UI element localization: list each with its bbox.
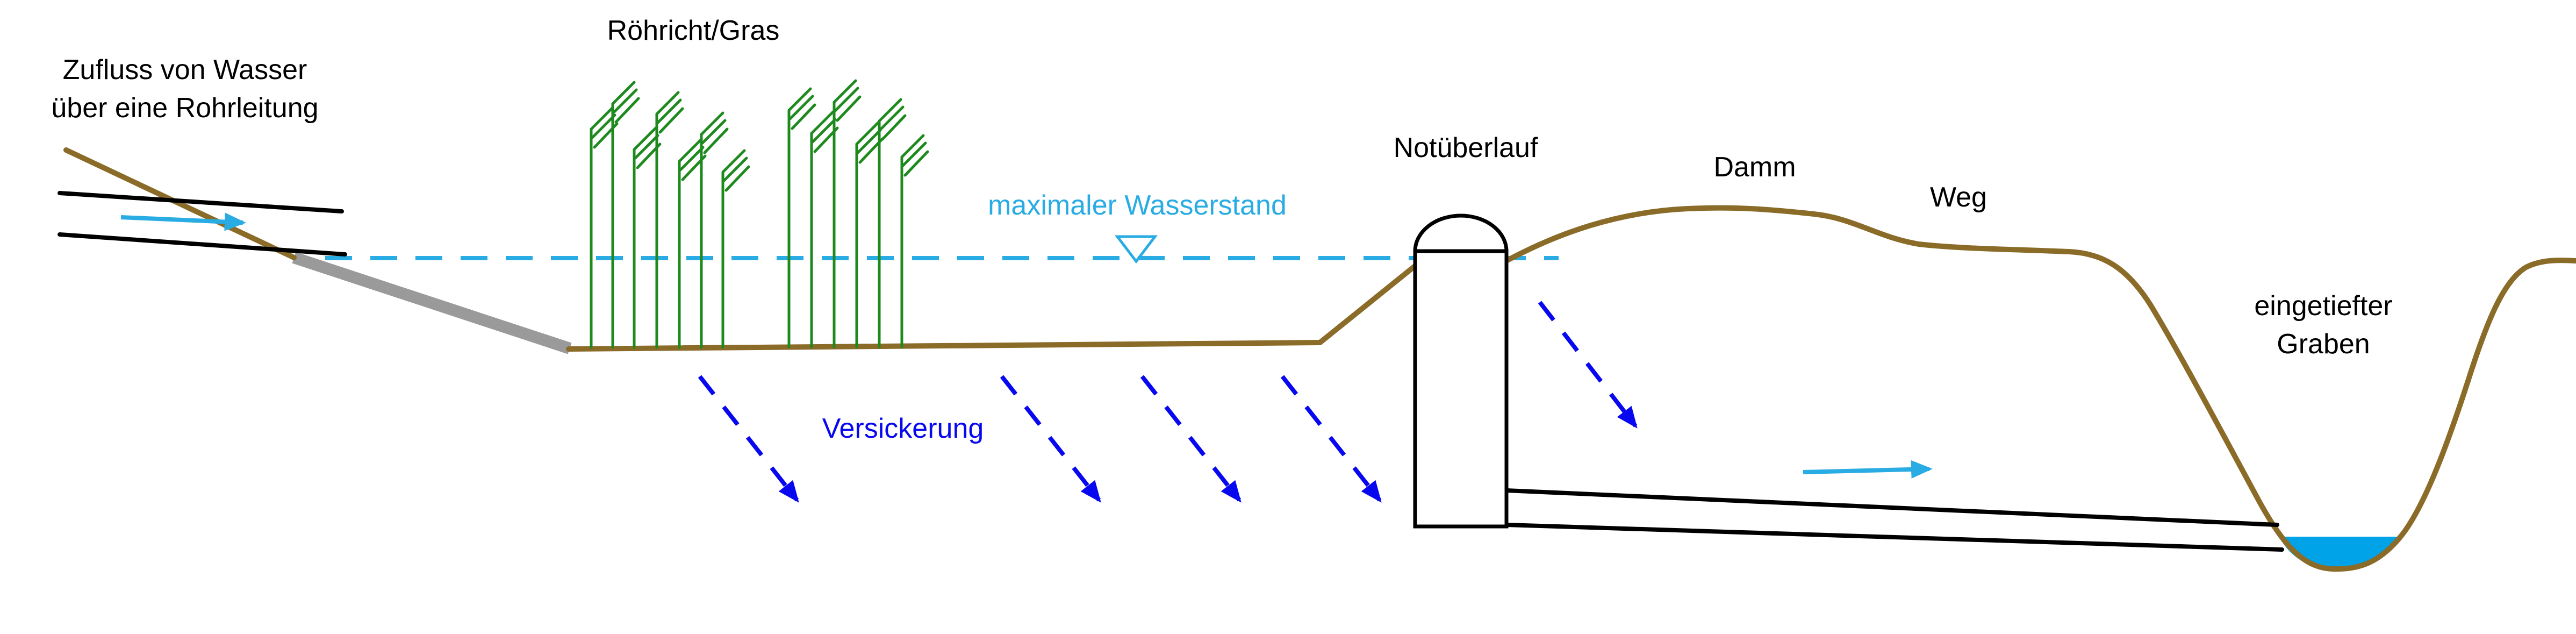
water-level-triangle-icon	[1114, 235, 1158, 264]
inflow-label-line2: über eine Rohrleitung	[51, 92, 318, 124]
standpipe-dome	[1413, 213, 1509, 252]
standpipe-body	[1413, 249, 1509, 529]
path-label: Weg	[1930, 182, 1987, 213]
drain-pipe-top	[1504, 488, 2279, 527]
infiltration-arrow	[1538, 301, 1638, 429]
inlet-pipe-bottom	[58, 232, 347, 257]
infiltration-arrow	[698, 375, 799, 503]
overflow-standpipe	[1413, 213, 1509, 529]
terrain-basin-floor	[566, 262, 1419, 352]
reed-tuft	[723, 151, 749, 190]
reed-tuft	[701, 113, 727, 153]
reed-cluster-2	[787, 81, 928, 348]
reed-tuft	[613, 82, 638, 122]
overflow-label: Notüberlauf	[1394, 132, 1538, 163]
reed-tuft	[657, 92, 683, 132]
inlet-pipe-top	[58, 191, 344, 213]
reed-tuft	[834, 81, 860, 120]
ditch-label-line2: Graben	[2277, 329, 2370, 360]
infiltration-arrow	[1000, 375, 1101, 503]
dam-label: Damm	[1713, 152, 1796, 183]
terrain-left-slope	[63, 147, 297, 260]
inflow-arrow	[120, 212, 246, 231]
drain-pipe-bottom	[1504, 523, 2284, 552]
max-water-level-label: maximaler Wasserstand	[988, 190, 1287, 221]
infiltration-arrows	[698, 301, 1638, 503]
drain-pipe	[1504, 488, 2284, 552]
outflow-arrow	[1803, 460, 1933, 479]
reed-tuft	[879, 99, 905, 139]
inflow-label-line1: Zufluss von Wasser	[63, 54, 307, 86]
infiltration-arrow	[1140, 375, 1242, 503]
infiltration-arrow	[1280, 375, 1382, 503]
terrain-dam-and-ditch	[1504, 205, 2576, 572]
ditch-label-line1: eingetiefter	[2254, 290, 2392, 322]
riprap-slope	[292, 252, 572, 354]
reed-tuft	[789, 89, 815, 129]
infiltration-label: Versickerung	[822, 413, 984, 444]
reed-tuft	[902, 136, 928, 175]
reeds-label: Röhricht/Gras	[607, 15, 780, 46]
inlet-pipe	[58, 191, 347, 257]
reed-cluster-1	[590, 82, 749, 349]
